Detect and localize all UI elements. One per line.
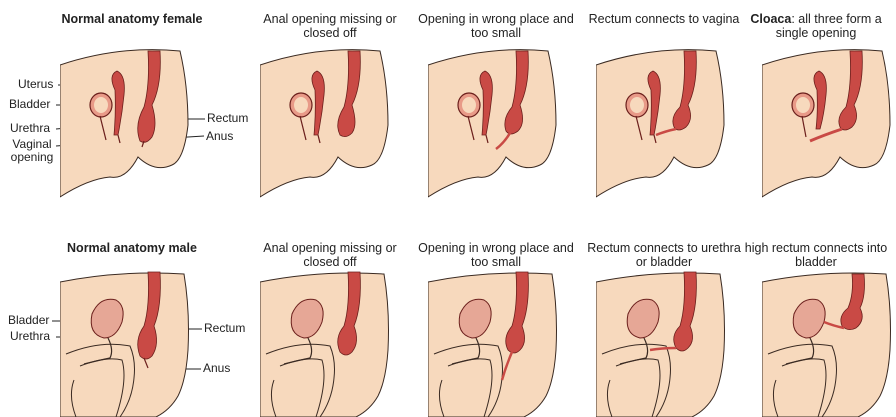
female-rectum-vagina-illustration bbox=[596, 45, 746, 205]
male-anal-missing-illustration bbox=[260, 270, 410, 417]
male-wrong-place-illustration bbox=[428, 270, 578, 417]
female-anal-missing-illustration bbox=[260, 45, 410, 205]
male-high-rectum-illustration bbox=[762, 270, 896, 417]
male-rectum-urethra-illustration bbox=[596, 270, 746, 417]
female-cloaca-illustration bbox=[762, 45, 896, 205]
female-wrong-place-illustration bbox=[428, 45, 578, 205]
male-normal-illustration bbox=[60, 270, 210, 417]
female-normal-illustration bbox=[60, 45, 210, 205]
